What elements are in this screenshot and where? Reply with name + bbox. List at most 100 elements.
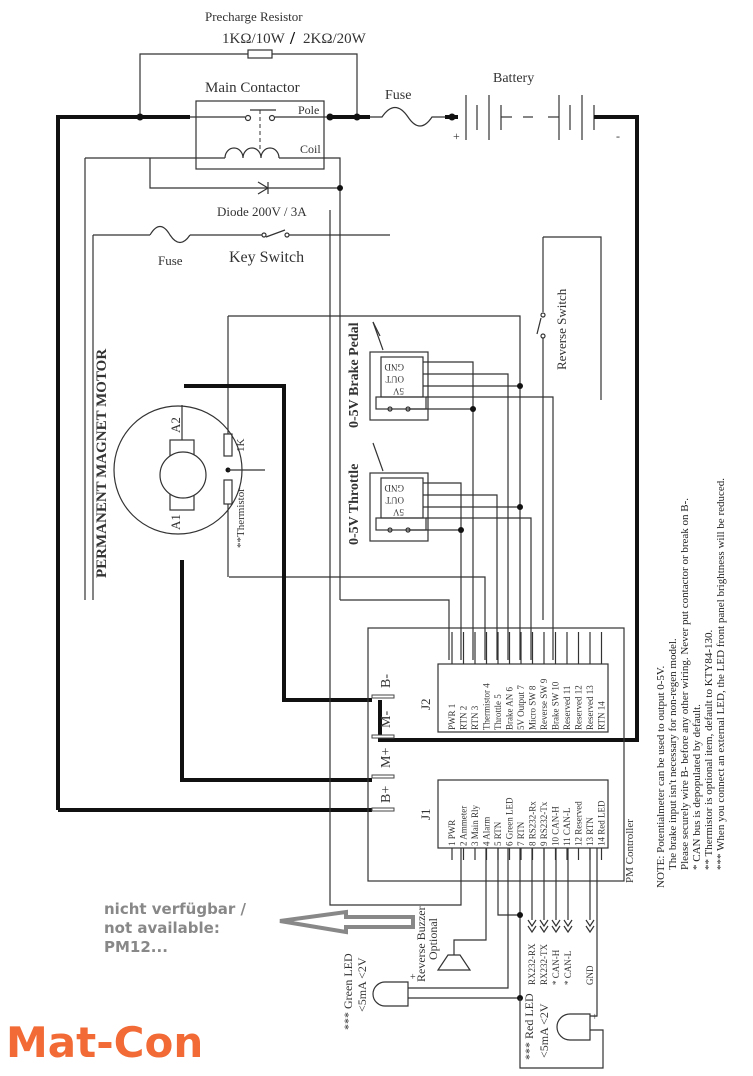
battery: Battery + -: [453, 71, 620, 143]
thermistor-label: **Thermistor: [235, 488, 247, 548]
connector-chevron-icon: [563, 919, 573, 934]
green-led-line2: <5mA <2V: [355, 957, 369, 1012]
j1-pin: 8 RS232-Rx: [528, 801, 538, 846]
motor-a2: A2: [168, 417, 183, 433]
j1-label: J1: [418, 808, 433, 820]
note-line: * CAN bus is depopulated by default.: [691, 704, 703, 870]
unavailable-line1: nicht verfügbar /: [104, 900, 247, 918]
green-led: + *** Green LED <5mA <2V: [341, 953, 416, 1030]
resistor-symbol: [247, 49, 273, 59]
key-switch-label: Key Switch: [229, 249, 304, 266]
terminal-b-plus: B+: [379, 786, 394, 803]
contactor-coil: Coil: [300, 142, 321, 156]
brake-pedal: 0-5V Brake Pedal GND OUT 5V: [347, 321, 429, 428]
j1-pin: 12 Reserved: [574, 801, 584, 846]
contactor-title: Main Contactor: [205, 80, 300, 96]
diode-label: Diode 200V / 3A: [217, 204, 307, 219]
battery-minus: -: [616, 129, 620, 143]
svg-text:GND: GND: [384, 483, 404, 493]
j2-pin: Reserved 13: [585, 685, 595, 730]
j2-pin: Brake AN 6: [505, 687, 515, 730]
brand-logo: Mat-Con: [6, 1018, 204, 1067]
svg-text:5V: 5V: [393, 386, 405, 396]
j1-pin: 4 Alarm: [482, 817, 492, 846]
red-led-line1: *** Red LED: [522, 993, 536, 1060]
notes: NOTE: Potentialmeter can be used to outp…: [655, 478, 727, 888]
precharge-sep: /: [289, 28, 296, 48]
terminal-m-minus: M-: [379, 711, 394, 728]
j2-pin: RTN 3: [470, 705, 480, 730]
main-fuse-label: Fuse: [385, 88, 411, 103]
motor-a1: A1: [168, 514, 183, 530]
svg-text:5V: 5V: [393, 507, 405, 517]
pm-controller-box: [367, 627, 625, 882]
brake-pedal-title: 0-5V Brake Pedal: [347, 322, 362, 428]
connector-chevron-icon: [551, 919, 561, 934]
unavailable-line2: not available:: [104, 919, 220, 937]
j2-pin: Thermistor 4: [482, 683, 492, 730]
note-line: NOTE: Potentialmeter can be used to outp…: [655, 666, 667, 888]
controller-label: PM Controller: [624, 819, 636, 883]
j1-pin: 9 RS232-Tx: [539, 801, 549, 846]
j2-pin: RTN 2: [459, 706, 469, 730]
j1-pin: 13 RTN: [585, 817, 595, 846]
main-fuse-symbol: [370, 106, 445, 127]
key-fuse-label: Fuse: [158, 253, 183, 268]
red-led: + *** Red LED <5mA <2V: [522, 993, 598, 1060]
connector-chevron-icon: [585, 919, 595, 934]
precharge-value-b: 2KΩ/20W: [303, 31, 367, 47]
j1-pin: 14 Red LED: [597, 800, 607, 846]
note-line: The brake input isn't necessary for non-…: [667, 638, 679, 870]
motor-title: PERMANENT MAGNET MOTOR: [94, 349, 110, 578]
j1-pin: 2 Ammeter: [459, 806, 469, 846]
j2-pin: Reverse SW 9: [539, 678, 549, 730]
j2-pin: 5V Output 7: [516, 685, 526, 730]
bus-label: RX232-TX: [539, 944, 549, 985]
reverse-switch-label: Reverse Switch: [554, 288, 569, 370]
terminal-m-plus: M+: [379, 748, 394, 768]
precharge-title: Precharge Resistor: [205, 9, 303, 24]
svg-text:+: +: [410, 972, 416, 983]
bus-label: * CAN-H: [551, 949, 561, 985]
unavailable-line3: PM12...: [104, 938, 168, 956]
resistor-1k: 1K: [235, 439, 247, 453]
bus-label: * CAN-L: [563, 951, 573, 985]
j2-pin: Reserved 11: [562, 686, 572, 730]
note-line: *** When you connect an external LED, th…: [715, 478, 727, 870]
j1-pin: 11 CAN-L: [562, 808, 572, 846]
precharge-value-a: 1KΩ/10W: [222, 31, 286, 47]
note-line: ** Thermistor is optional item, default …: [703, 630, 715, 870]
buzzer-line1: Reverse Buzzer: [414, 906, 428, 982]
throttle-title: 0-5V Throttle: [347, 464, 362, 545]
permanent-magnet-motor: PERMANENT MAGNET MOTOR A2 A1 1K **Thermi…: [94, 349, 247, 578]
bus-label: RX232-RX: [527, 943, 537, 985]
svg-text:+: +: [592, 1012, 598, 1023]
connector-chevron-icon: [539, 919, 549, 934]
j2-pin: Brake SW 10: [551, 681, 561, 730]
j2-pin: PWR 1: [447, 704, 457, 730]
power-terminals: B- M- M+ B+: [371, 674, 395, 812]
j2-pin: RTN 14: [597, 701, 607, 730]
buzzer-symbol: [436, 954, 472, 971]
j2-pin: Reserved 12: [574, 685, 584, 730]
bus-label: GND: [585, 965, 595, 985]
j1-pin: 1 PWR: [447, 820, 457, 846]
note-line: Please securely wire B- before any other…: [679, 498, 691, 870]
svg-text:GND: GND: [384, 362, 404, 372]
green-led-line1: *** Green LED: [341, 953, 355, 1030]
battery-title: Battery: [493, 71, 534, 86]
throttle: 0-5V Throttle GND OUT 5V: [347, 442, 429, 545]
svg-text:OUT: OUT: [385, 495, 404, 505]
j2-pin: Micro SW 8: [528, 685, 538, 730]
j1-pin: 6 Green LED: [505, 797, 515, 846]
red-led-line2: <5mA <2V: [537, 1003, 551, 1058]
j1-pin: 5 RTN: [493, 821, 503, 846]
precharge-resistor: Precharge Resistor 1KΩ/10W / 2KΩ/20W: [139, 9, 367, 117]
j1-pin: 10 CAN-H: [551, 806, 561, 846]
j2-pin: Throttle 5: [493, 694, 503, 730]
terminal-b-minus: B-: [379, 674, 394, 688]
j1-pin: 3 Main Rly: [470, 804, 480, 846]
